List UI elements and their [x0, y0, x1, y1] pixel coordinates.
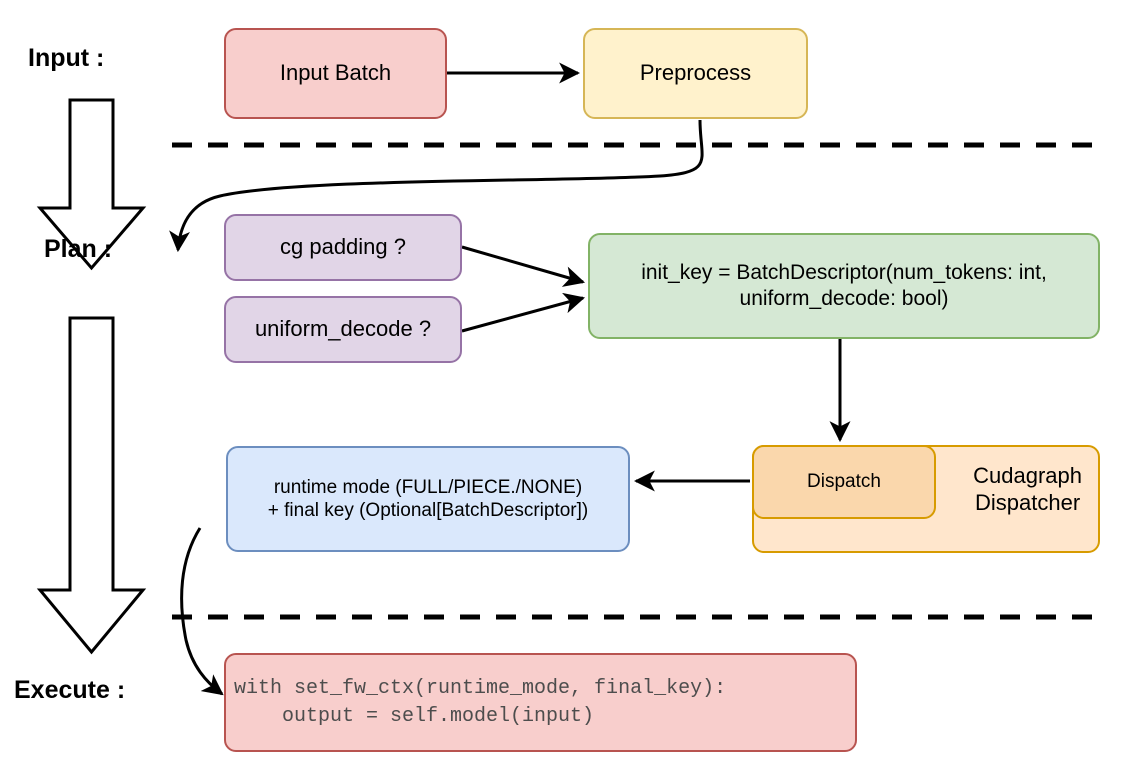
node-cudagraph-dispatcher-line1: Cudagraph [973, 463, 1082, 488]
node-init-key-line2: uniform_decode: bool) [739, 287, 949, 310]
node-init-key[interactable]: init_key = BatchDescriptor(num_tokens: i… [588, 233, 1100, 339]
node-input-batch-label: Input Batch [279, 60, 392, 86]
node-runtime-mode-line2: + final key (Optional[BatchDescriptor]) [267, 500, 589, 521]
node-cudagraph-dispatcher-text: Cudagraph Dispatcher [967, 463, 1088, 517]
node-preprocess[interactable]: Preprocess [583, 28, 808, 119]
node-uniform-decode[interactable]: uniform_decode ? [224, 296, 462, 363]
plan-to-execute-block-arrow [36, 316, 147, 655]
node-runtime-mode-text: runtime mode (FULL/PIECE./NONE) + final … [228, 476, 628, 522]
stage-label-plan: Plan : [44, 235, 113, 263]
edge-uniform-decode-to-init-key [461, 292, 586, 333]
node-code-block[interactable]: with set_fw_ctx(runtime_mode, final_key)… [224, 653, 857, 752]
edge-runtime-mode-to-code-block [180, 527, 224, 696]
node-init-key-text: init_key = BatchDescriptor(num_tokens: i… [590, 260, 1098, 311]
node-cudagraph-dispatcher-line2: Dispatcher [974, 489, 1081, 515]
node-code-block-line2: output = self.model(input) [234, 704, 595, 728]
node-input-batch[interactable]: Input Batch [224, 28, 447, 119]
node-preprocess-label: Preprocess [639, 60, 752, 86]
node-cg-padding-label: cg padding ? [280, 234, 406, 260]
node-cg-padding[interactable]: cg padding ? [224, 214, 462, 281]
node-uniform-decode-label: uniform_decode ? [254, 316, 432, 342]
stage-label-execute: Execute : [14, 676, 126, 704]
node-init-key-line1: init_key = BatchDescriptor(num_tokens: i… [641, 261, 1047, 285]
edge-cg-padding-to-init-key [461, 245, 586, 287]
node-code-block-text: with set_fw_ctx(runtime_mode, final_key)… [234, 675, 855, 731]
node-dispatch[interactable]: Dispatch [752, 445, 936, 519]
node-runtime-mode[interactable]: runtime mode (FULL/PIECE./NONE) + final … [226, 446, 630, 552]
stage-label-input: Input : [28, 44, 105, 72]
node-runtime-mode-line1: runtime mode (FULL/PIECE./NONE) [273, 476, 583, 498]
node-code-block-line1: with set_fw_ctx(runtime_mode, final_key)… [234, 676, 727, 700]
node-dispatch-label: Dispatch [807, 471, 881, 493]
